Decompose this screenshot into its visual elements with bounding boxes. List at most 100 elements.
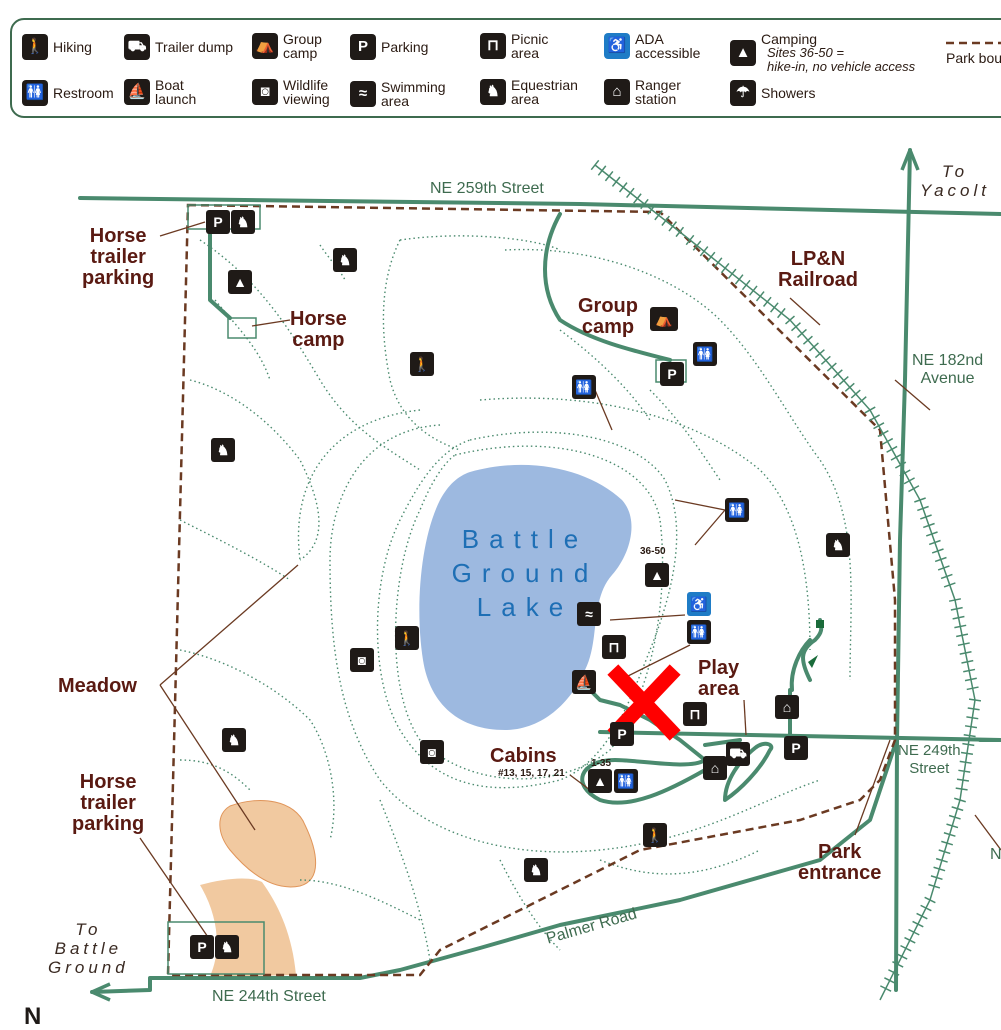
railroad-tie [923,522,935,529]
parking-icon: P [610,722,634,746]
railroad-tie [954,797,966,803]
railroad-tie [917,505,929,512]
railroad-tie [966,686,979,691]
railroad-tie [884,977,896,984]
railroad-tie [894,461,907,469]
leader-lines [139,221,1001,941]
railroad-tie [900,944,912,952]
railroad-tie [604,170,614,182]
horse-rider-icon: ♞ [333,248,357,272]
boat-launch-icon: ⛵ [572,670,596,694]
trailer-dump-icon: ⛟ [726,742,750,766]
railroad-tie [880,985,892,992]
hiking-icon: 🚶 [22,34,48,60]
parking-icon: P [660,362,684,386]
railroad-tie [941,840,954,846]
railroad-tie [935,857,948,863]
legend-picnic: ⊓Picnic area [480,32,548,60]
hiking-icon: 🚶 [643,823,667,847]
label-lake: Battle Ground Lake [451,524,599,622]
legend-boat-launch: ⛵Boat launch [124,78,196,106]
restroom-icon: 🚻 [693,342,717,366]
restroom-icon: 🚻 [572,375,596,399]
railroad-tie [892,961,904,968]
railroad-tie [692,240,702,251]
direction-to-yacolt: To Yacolt [920,162,990,200]
trailhead-marker [816,620,824,628]
legend-wildlife: ◙Wildlife viewing [252,78,330,106]
horse-rider-icon: ♞ [480,79,506,105]
label-horse-trailer-parking-top: Horse trailer parking [82,225,155,289]
railroad-tie [968,698,982,702]
hiking-icon: 🚶 [395,626,419,650]
street-label-ne259: NE 259th Street [430,180,544,197]
railroad-tie [903,477,915,485]
railroad-tie [908,485,920,493]
railroad-tie [912,920,924,928]
railroad-tie [785,315,795,325]
label-railroad: LP&N Railroad [778,248,859,291]
railroad-tie [963,733,976,738]
railroad-tie [934,556,947,563]
railroad-tie [952,615,965,620]
railroad-tie [762,296,772,307]
railroad-tie [940,573,953,580]
railroad-tie [734,274,744,285]
railroad-tie [955,787,968,791]
railroad-tie [964,725,978,729]
meadow-area [219,800,317,888]
railroad-tie [951,806,964,812]
railroad-tie [706,251,716,263]
horse-rider-icon: ♞ [524,858,548,882]
railroad-tie [943,832,956,837]
railroad-tie [873,422,885,430]
legend-group-camp: ⛺Group camp [252,32,322,60]
label-meadow: Meadow [58,675,137,697]
camping-tent-icon: ▲ [730,40,756,66]
railroad-tie [590,159,600,171]
label-cabin-numbers: #13, 15, 17, 21 [498,768,565,779]
railroad-tie [850,389,861,399]
railroad-tie [928,539,941,546]
railroad-tie [640,198,649,210]
railroad-tie [920,904,932,912]
railroad-tie [626,187,635,199]
railroad-tie [899,469,911,477]
railroad-tie [920,514,932,520]
direction-to-battle-ground: To Battle Ground [48,920,129,977]
hiking-icon: 🚶 [410,352,434,376]
horse-rider-icon: ♞ [231,210,255,234]
railroad-tie [896,952,908,960]
railroad-tie [755,291,765,302]
railroad-tie [950,606,963,611]
railroad-tie [957,642,970,647]
railroad-tie [938,849,951,855]
red-x-marker [607,664,681,741]
railroad-tie [966,716,979,720]
road-arrows [91,149,920,1002]
horse-rider-icon: ♞ [211,438,235,462]
compass-north-label: N [24,1003,42,1030]
railroad-tie [925,531,938,537]
binoculars-icon: ◙ [420,740,444,764]
railroad-tie [933,866,946,872]
railroad-tie [948,598,962,602]
railroad-tie [916,912,928,920]
camping-tent-icon: ▲ [645,563,669,587]
railroad-tie [963,668,976,673]
railroad-tie [741,279,751,291]
railroad-tie [618,182,628,193]
railroad-track [594,164,976,1001]
street-label-ne244: NE 244th Street [212,988,326,1005]
camping-tent-icon: ▲ [228,270,252,294]
ranger-station-icon: ⌂ [604,79,630,105]
legend-showers: ☂Showers [730,80,815,106]
label-horse-camp: Horse camp [290,308,347,351]
railroad-tie [727,268,737,279]
trail-flag-marker [808,655,818,668]
picnic-icon: ⊓ [683,702,707,726]
railroad-tie [946,823,959,829]
railroad-tie [877,430,889,438]
ranger-station-icon: ⌂ [775,695,799,719]
